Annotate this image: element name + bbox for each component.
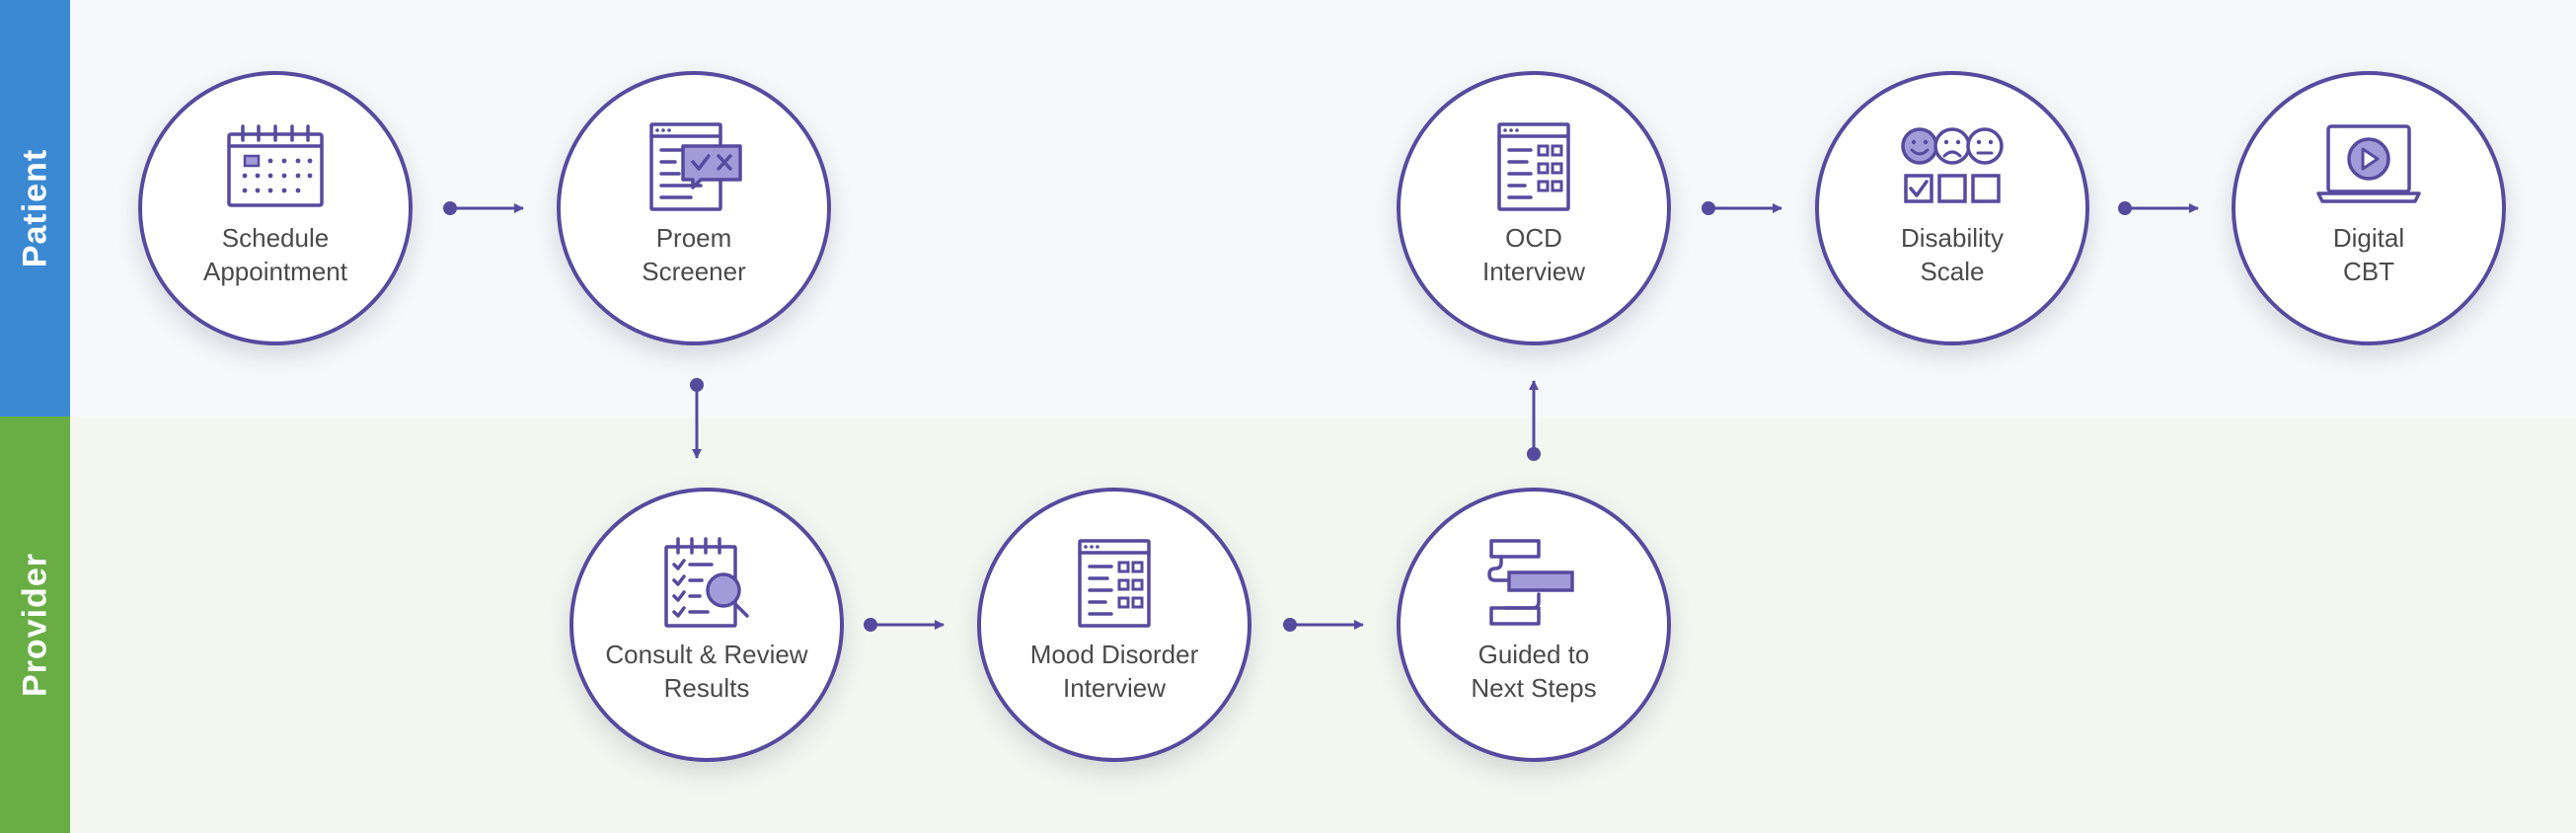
arrow-guided-to-ocd (1527, 380, 1541, 461)
node-label: Proem Screener (642, 223, 746, 286)
node-label: Digital CBT (2332, 223, 2405, 286)
node-disability-scale: Disability Scale (1815, 71, 2089, 345)
arrow-proem-to-consult (690, 378, 704, 459)
interview-form-icon (1078, 539, 1151, 628)
checklist-magnifier-icon (664, 537, 749, 628)
node-proem-screener: Proem Screener (557, 71, 831, 345)
node-schedule-appointment: Schedule Appointment (138, 71, 413, 345)
interview-form-icon (1497, 122, 1570, 211)
node-guided-next-steps: Guided to Next Steps (1397, 488, 1671, 762)
calendar-icon (227, 124, 324, 207)
node-ocd-interview: OCD Interview (1397, 71, 1671, 345)
laptop-video-icon (2316, 124, 2421, 203)
node-label: Schedule Appointment (203, 223, 347, 286)
arrow-mood-to-guided (1283, 618, 1364, 632)
node-consult-review-results: Consult & Review Results (569, 488, 844, 762)
arrow-ocd-to-disability (1702, 201, 1782, 215)
node-label: OCD Interview (1481, 223, 1586, 286)
steps-path-icon (1487, 539, 1574, 626)
emoji-rating-scale-icon (1901, 127, 2004, 203)
arrow-consult-to-mood (864, 618, 945, 632)
node-label: Disability Scale (1900, 223, 2005, 286)
arrow-disability-to-digital (2118, 201, 2199, 215)
node-label: Mood Disorder Interview (1029, 640, 1199, 703)
node-digital-cbt: Digital CBT (2232, 71, 2506, 345)
provider-lane-tab: Provider (0, 416, 70, 833)
node-label: Consult & Review Results (605, 640, 808, 703)
patient-lane-tab: Patient (0, 0, 70, 416)
node-mood-disorder-interview: Mood Disorder Interview (977, 488, 1251, 762)
screener-form-icon (649, 122, 742, 211)
arrow-schedule-to-proem (443, 201, 524, 215)
node-label: Guided to Next Steps (1471, 640, 1597, 703)
